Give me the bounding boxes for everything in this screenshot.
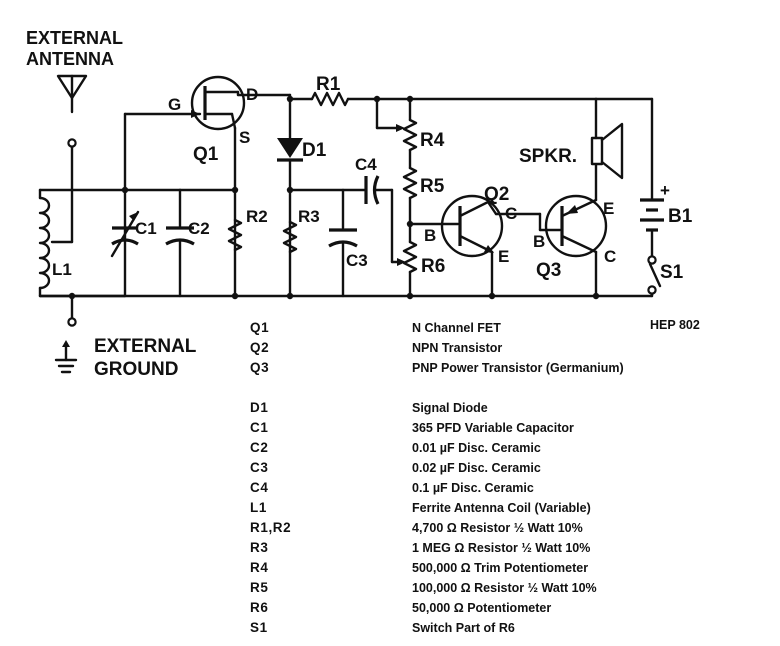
battery-label: B1: [668, 206, 693, 227]
switch-s1-icon: [647, 255, 662, 295]
part-desc: Switch Part of R6: [412, 621, 515, 635]
part-desc: 500,000 Ω Trim Potentiometer: [412, 561, 588, 575]
ground-junction-4: [406, 292, 414, 300]
r5-resistor-icon: [402, 166, 418, 200]
part-desc: NPN Transistor: [412, 341, 502, 355]
q3-label: Q3: [536, 260, 561, 281]
part-desc: Signal Diode: [412, 401, 488, 415]
c2-capacitor-icon: [165, 226, 195, 246]
part-desc: 4,700 Ω Resistor ½ Watt 10%: [412, 521, 583, 535]
q1-fet-icon: [190, 75, 246, 131]
c4-label: C4: [355, 155, 377, 174]
r4-wiper-arrow: [396, 124, 405, 132]
r2-resistor-icon: [227, 218, 243, 252]
ground-title-line2: GROUND: [94, 359, 178, 380]
gate-junction: [121, 186, 129, 194]
c4-capacitor-icon: [364, 175, 380, 205]
q1-drain-label: D: [246, 85, 258, 104]
part-ref: R4: [250, 560, 268, 575]
r1-label: R1: [316, 74, 341, 95]
ground-terminal: [67, 317, 77, 327]
switch-label: S1: [660, 262, 684, 283]
q1-source-label: S: [239, 128, 250, 147]
part-desc: 1 MEG Ω Resistor ½ Watt 10%: [412, 541, 590, 555]
part-desc: Ferrite Antenna Coil (Variable): [412, 501, 591, 515]
q2-label: Q2: [484, 184, 509, 205]
battery-plus-label: +: [660, 181, 670, 200]
part-desc: 365 PFD Variable Capacitor: [412, 421, 574, 435]
part-desc: 100,000 Ω Resistor ½ Watt 10%: [412, 581, 597, 595]
part-ref: C4: [250, 480, 268, 495]
hep-part-number: HEP 802: [650, 318, 700, 332]
r1-resistor-icon: [310, 91, 350, 107]
r6-resistor-icon: [402, 240, 418, 274]
q2-npn-transistor-icon: [440, 194, 504, 258]
antenna-title-line2: ANTENNA: [26, 49, 114, 69]
ground-title-line1: EXTERNAL: [94, 336, 197, 357]
q2-emitter-label: E: [498, 247, 509, 266]
ground-junction-2: [231, 292, 239, 300]
part-ref: C3: [250, 460, 268, 475]
speaker-icon: [590, 122, 624, 180]
part-ref: Q1: [250, 320, 269, 335]
c2-label: C2: [188, 219, 210, 238]
part-ref: R6: [250, 600, 268, 615]
c1-label: C1: [135, 219, 157, 238]
speaker-label: SPKR.: [519, 146, 577, 167]
q3-emitter-label: E: [603, 199, 614, 218]
c1-variable-capacitor-icon: [110, 210, 140, 258]
part-ref: S1: [250, 620, 268, 635]
r3-resistor-icon: [282, 220, 298, 254]
detector-junction: [286, 186, 294, 194]
ground-junction-6: [592, 292, 600, 300]
q2-collector-label: C: [505, 204, 517, 223]
r4-resistor-icon: [402, 118, 418, 152]
part-ref: L1: [250, 500, 267, 515]
part-desc: N Channel FET: [412, 321, 501, 335]
d1-label: D1: [302, 140, 327, 161]
antenna-icon: [56, 74, 88, 148]
part-ref: Q2: [250, 340, 269, 355]
ground-junction-3: [286, 292, 294, 300]
part-ref: D1: [250, 400, 268, 415]
r3-label: R3: [298, 207, 320, 226]
q3-collector-label: C: [604, 247, 616, 266]
parts-list: Q1 N Channel FET Q2 NPN Transistor Q3 PN…: [250, 320, 624, 635]
part-ref: C1: [250, 420, 268, 435]
r4-label: R4: [420, 130, 445, 151]
d1-diode-icon: [277, 93, 303, 298]
part-ref: Q3: [250, 360, 269, 375]
r6-label: R6: [421, 256, 445, 277]
part-desc: PNP Power Transistor (Germanium): [412, 361, 624, 375]
part-ref: R5: [250, 580, 268, 595]
c3-capacitor-icon: [328, 228, 358, 248]
l1-label: L1: [52, 260, 72, 279]
q2-base-label: B: [424, 226, 436, 245]
r5-label: R5: [420, 176, 445, 197]
r2-label: R2: [246, 207, 268, 226]
part-ref: R1,R2: [250, 520, 291, 535]
part-desc: 0.1 µF Disc. Ceramic: [412, 481, 534, 495]
part-desc: 0.01 µF Disc. Ceramic: [412, 441, 541, 455]
battery-icon: [640, 198, 664, 232]
q3-base-label: B: [533, 232, 545, 251]
q1-label: Q1: [193, 144, 219, 165]
part-ref: C2: [250, 440, 268, 455]
c3-label: C3: [346, 251, 368, 270]
ground-junction-5: [488, 292, 496, 300]
part-desc: 0.02 µF Disc. Ceramic: [412, 461, 541, 475]
q1-gate-label: G: [168, 95, 181, 114]
ground-icon: [54, 340, 78, 374]
r6-wiper-arrow: [397, 258, 406, 266]
antenna-title-line1: EXTERNAL: [26, 28, 123, 48]
q3-pnp-transistor-icon: [544, 194, 608, 258]
part-desc: 50,000 Ω Potentiometer: [412, 601, 551, 615]
part-ref: R3: [250, 540, 268, 555]
